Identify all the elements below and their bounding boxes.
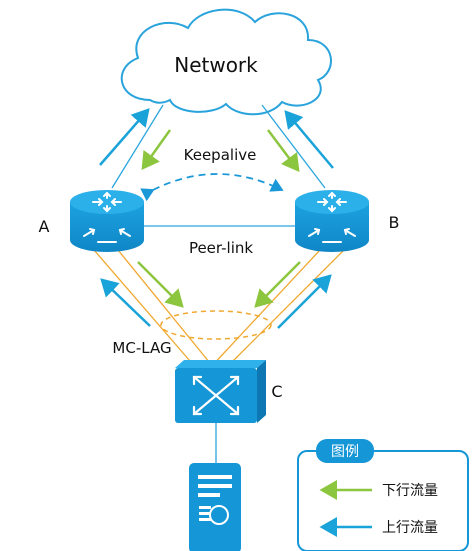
- cloud-icon: [120, 8, 332, 116]
- router-b[interactable]: [295, 190, 369, 252]
- router-icon: [295, 190, 369, 252]
- switch-c[interactable]: [175, 360, 266, 423]
- downstream-arrow-cloud-a: [141, 129, 172, 171]
- legend-upstream-label: 上行流量: [382, 520, 438, 536]
- link-cloud-a: [111, 104, 164, 189]
- upstream-arrow-a-cloud: [99, 108, 150, 166]
- keepalive-link: [140, 173, 284, 202]
- node-c-label: C: [271, 382, 282, 401]
- upstream-arrow-c-b: [277, 274, 332, 329]
- mclag-label: MC-LAG: [112, 339, 171, 357]
- mclag-link-a-right: [117, 249, 215, 369]
- downstream-arrow-b-c: [254, 261, 301, 308]
- mclag-ellipse: [160, 310, 272, 340]
- router-icon: [70, 190, 144, 252]
- mclag-link-b-left: [209, 249, 321, 369]
- downstream-arrow-a-c: [137, 261, 184, 308]
- legend: 图例 下行流量 上行流量: [297, 439, 469, 551]
- switch-icon: [175, 360, 266, 423]
- legend-title: 图例: [331, 444, 359, 460]
- legend-downstream-label: 下行流量: [382, 483, 438, 499]
- node-a-label: A: [39, 217, 50, 236]
- keepalive-label: Keepalive: [184, 146, 257, 164]
- node-b-label: B: [389, 213, 400, 232]
- upstream-arrow-c-a: [100, 278, 151, 327]
- downstream-arrow-cloud-b: [267, 129, 300, 172]
- mclag-link-b-right: [225, 249, 345, 369]
- mclag-link-a-left: [93, 249, 197, 369]
- peerlink-label: Peer-link: [189, 239, 253, 257]
- network-label: Network: [174, 53, 258, 77]
- router-a[interactable]: [70, 190, 144, 252]
- link-cloud-b: [261, 104, 326, 189]
- upstream-arrow-b-cloud: [284, 110, 334, 169]
- server-icon[interactable]: [189, 463, 241, 551]
